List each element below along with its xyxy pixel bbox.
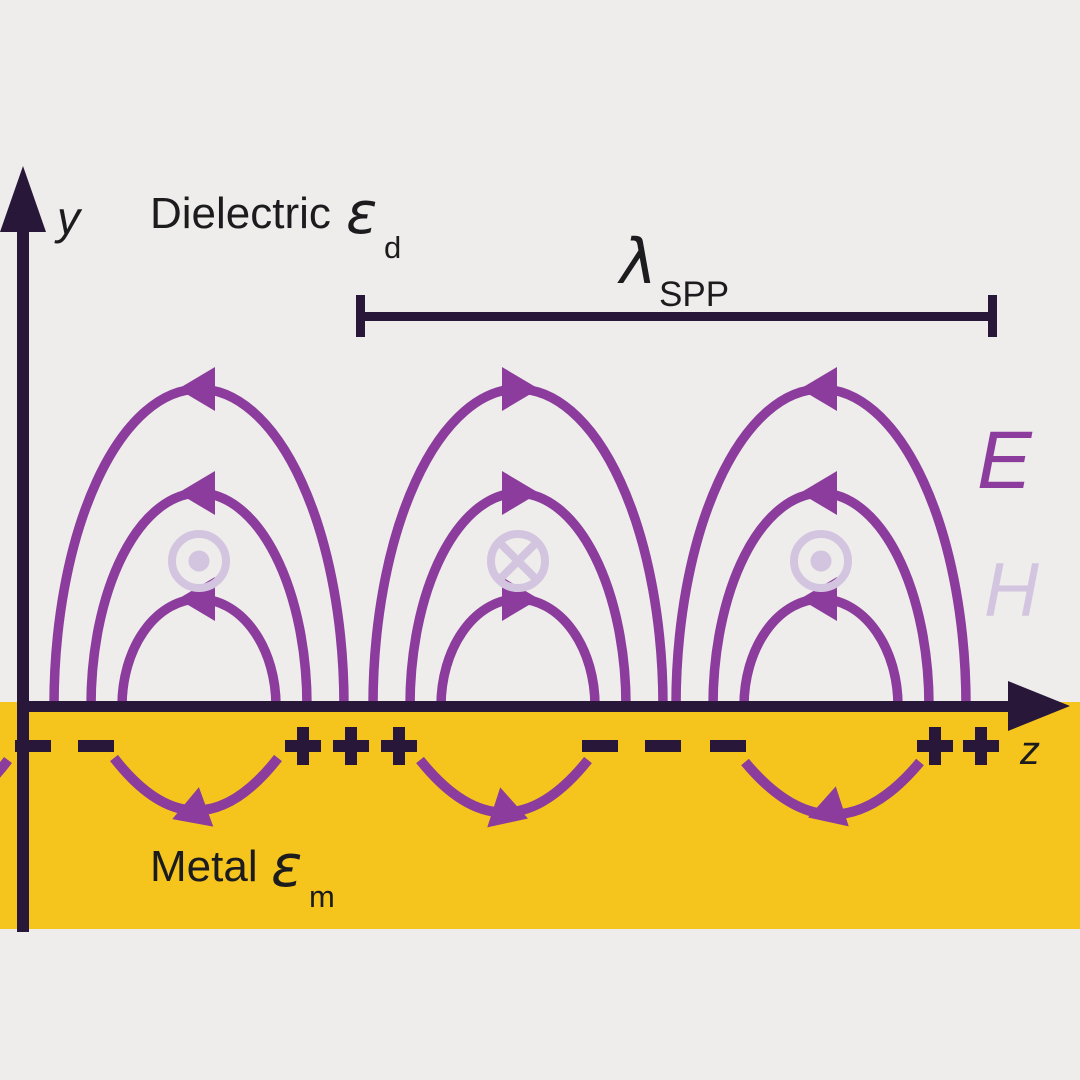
positive-charge-icon	[975, 727, 987, 765]
e-field-arrow-icon	[178, 471, 215, 515]
charges	[15, 727, 999, 765]
negative-charge-icon	[582, 740, 618, 752]
h-into-plane-icon	[498, 541, 538, 581]
e-field-arrow-icon	[800, 471, 837, 515]
metal-label: Metal	[150, 842, 258, 891]
e-field-arrow-icon	[800, 367, 837, 411]
dielectric-epsilon-sub: d	[384, 230, 401, 265]
metal-epsilon-sub: m	[309, 879, 335, 914]
e-field-arrow-icon	[502, 471, 539, 515]
z-axis-arrow-icon	[1008, 681, 1070, 731]
e-field-arrow-icon	[502, 367, 539, 411]
h-field-label: H	[984, 548, 1039, 633]
lambda-spp-sub: SPP	[659, 275, 729, 314]
h-out-of-plane-icon	[810, 550, 832, 572]
metal-region	[0, 702, 1080, 929]
h-field-ring-icon	[790, 530, 852, 592]
y-axis-arrow-icon	[0, 166, 46, 232]
negative-charge-icon	[78, 740, 114, 752]
z-axis-line	[17, 701, 1017, 712]
z-axis	[17, 681, 1070, 731]
lambda-spp-label: λ	[617, 225, 657, 298]
positive-charge-icon	[345, 727, 357, 765]
current-arrows	[0, 754, 924, 828]
current-arrow-icon	[808, 786, 849, 827]
dielectric-label: Dielectric	[150, 189, 331, 238]
current-arrow-icon	[172, 787, 214, 827]
positive-charge-icon	[929, 727, 941, 765]
wavelength-bar-right-cap	[988, 295, 997, 337]
y-axis-line	[17, 224, 29, 932]
positive-charge-icon	[297, 727, 309, 765]
z-axis-label: z	[1019, 729, 1040, 773]
positive-charge-icon	[393, 727, 405, 765]
y-axis-label: y	[54, 192, 83, 244]
field-lines	[49, 367, 971, 707]
e-field-label: E	[977, 415, 1033, 506]
negative-charge-icon	[15, 740, 51, 752]
wavelength-bar	[356, 295, 997, 337]
metal-epsilon: ε	[271, 832, 302, 900]
current-arrow-icon	[487, 787, 528, 828]
wavelength-bar-line	[358, 312, 994, 321]
y-axis	[0, 166, 46, 932]
negative-charge-icon	[710, 740, 746, 752]
h-out-of-plane-icon	[188, 550, 210, 572]
dielectric-epsilon: ε	[346, 179, 377, 247]
h-field-ring-icon	[487, 530, 549, 592]
negative-charge-icon	[645, 740, 681, 752]
h-field-ring-icon	[168, 530, 230, 592]
e-field-arrow-icon	[178, 367, 215, 411]
wavelength-bar-left-cap	[356, 295, 365, 337]
